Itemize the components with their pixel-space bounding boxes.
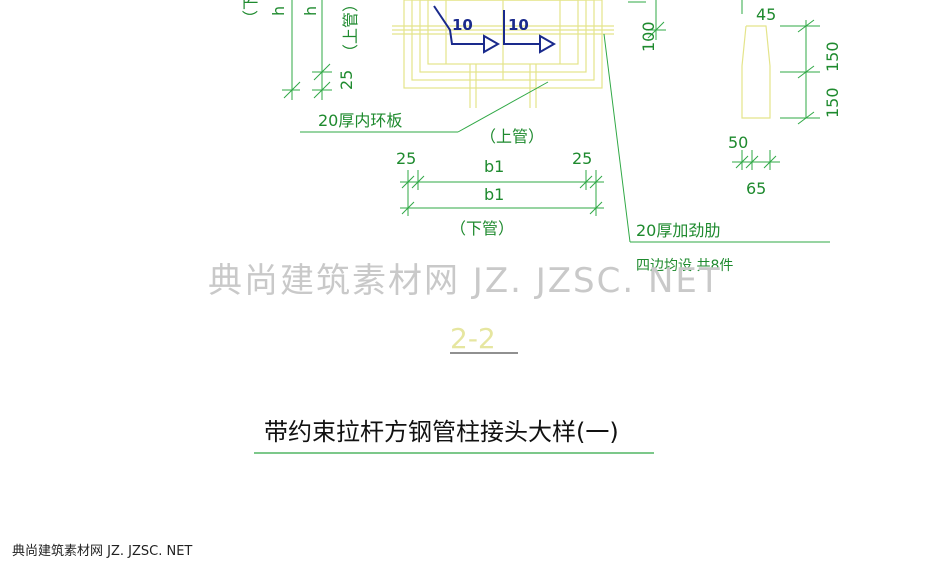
lower-pipe-label: （下管） bbox=[450, 219, 514, 238]
dim-65: 65 bbox=[746, 179, 766, 198]
upper-pipe-label: （上管） bbox=[480, 127, 544, 146]
stiffener-leader bbox=[603, 0, 830, 243]
dim-25-vertical: 25 bbox=[337, 70, 356, 90]
dim-45: 45 bbox=[756, 5, 776, 24]
stiffener-profile bbox=[732, 0, 820, 170]
note-inner-ring: 20厚内环板 bbox=[318, 111, 402, 130]
inner-ring-leader bbox=[300, 81, 549, 133]
dim-150-bottom: 150 bbox=[823, 87, 842, 118]
dim-h-a: h bbox=[269, 6, 288, 16]
section-label: 2-2 bbox=[450, 322, 496, 355]
dim-b1-top: b1 bbox=[484, 157, 504, 176]
weld-symbols bbox=[433, 5, 557, 54]
watermark-corner: 典尚建筑素材网 JZ. JZSC. NET bbox=[12, 543, 192, 559]
dim-25-right: 25 bbox=[572, 149, 592, 168]
dim-50: 50 bbox=[728, 133, 748, 152]
dim-150-top: 150 bbox=[823, 41, 842, 72]
lower-pipe-vertical-label: （下 bbox=[241, 0, 260, 26]
dim-100: 100 bbox=[639, 21, 658, 52]
weld-size-right: 10 bbox=[508, 16, 529, 34]
left-dimension-lines bbox=[282, 0, 332, 100]
bottom-dimension-lines bbox=[400, 170, 604, 216]
dim-25-left: 25 bbox=[396, 149, 416, 168]
note-all-sides: 四边均设 共8件 bbox=[636, 258, 733, 274]
note-stiffener: 20厚加劲肋 bbox=[636, 221, 720, 240]
upper-pipe-vertical-label: （上管） bbox=[341, 0, 360, 60]
watermark-center: 典尚建筑素材网 JZ. JZSC. NET bbox=[208, 261, 722, 301]
weld-size-left: 10 bbox=[452, 16, 473, 34]
drawing-title: 带约束拉杆方钢管柱接头大样(一) bbox=[264, 418, 619, 446]
dim-b1-bottom: b1 bbox=[484, 185, 504, 204]
dim-h-b: h bbox=[301, 6, 320, 16]
